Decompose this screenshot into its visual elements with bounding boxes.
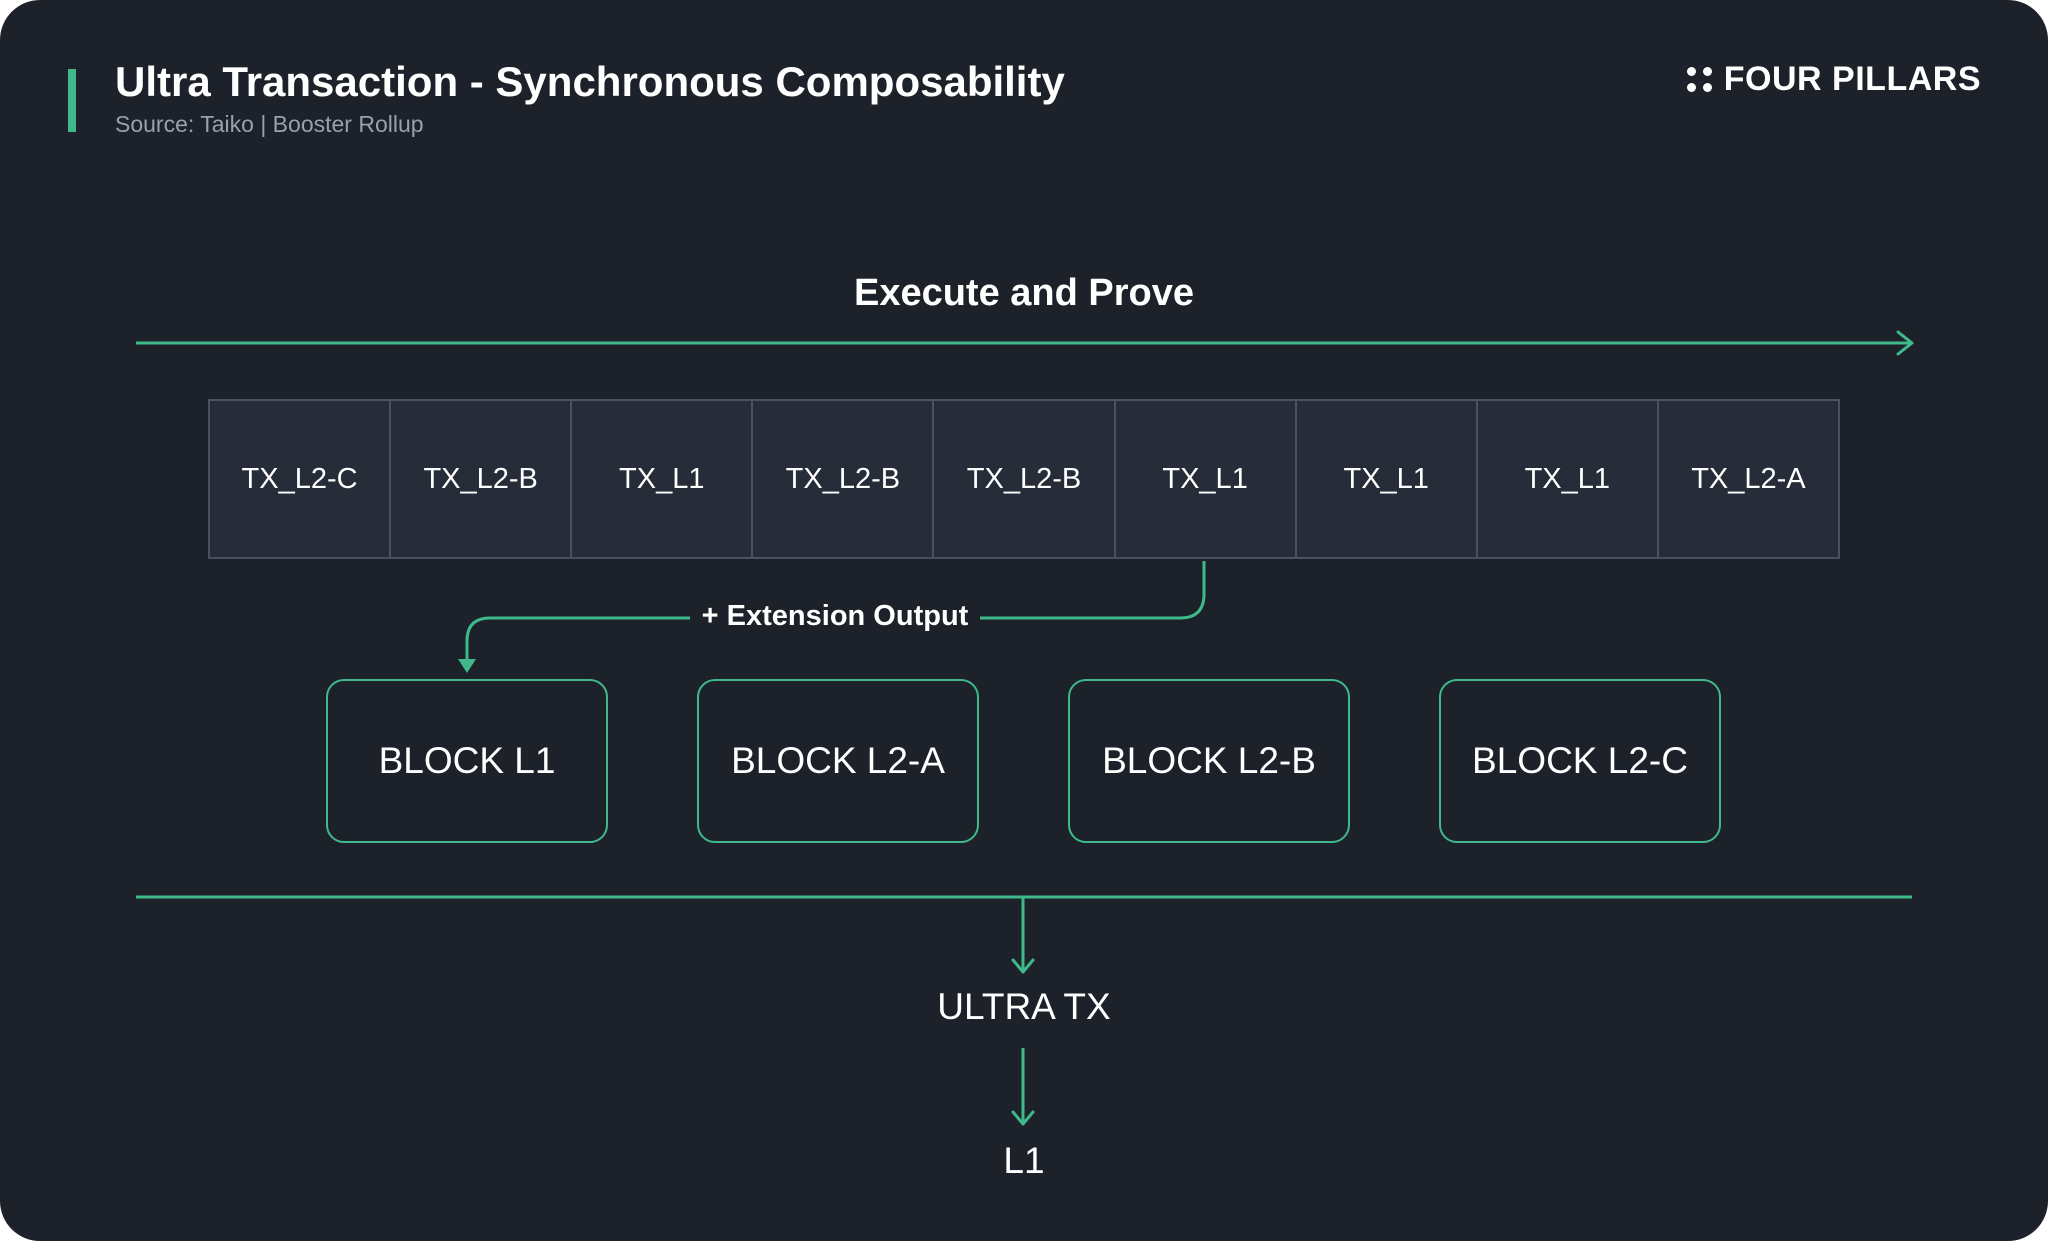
block-l2-b: BLOCK L2-B — [1068, 679, 1350, 843]
tx-cell: TX_L2-A — [1691, 462, 1806, 495]
tx-cell: TX_L1 — [572, 401, 754, 557]
page-subtitle: Source: Taiko | Booster Rollup — [115, 111, 424, 137]
block-l2-c: BLOCK L2-C — [1439, 679, 1721, 843]
extension-output-label: + Extension Output — [690, 600, 980, 633]
four-dots-icon — [1686, 67, 1712, 92]
tx-cell: TX_L2-B — [753, 401, 935, 557]
brand-name: FOUR PILLARS — [1723, 60, 1981, 98]
ultra-tx-label: ULTRA TX — [937, 986, 1111, 1027]
extension-output-connector — [458, 561, 1206, 673]
down-arrow-to-ultra-tx — [1011, 897, 1035, 974]
block-l1: BLOCK L1 — [326, 679, 608, 843]
transaction-sequence: TX_L2-C TX_L2-B TX_L1 TX_L2-B TX_L2-B TX… — [208, 399, 1840, 559]
tx-cell: TX_L1 — [1297, 401, 1478, 557]
timeline-label: Execute and Prove — [853, 272, 1195, 314]
tx-cell: TX_L1 — [1116, 401, 1297, 557]
tx-cell: TX_L2-C — [210, 401, 392, 557]
down-arrow-to-l1 — [1011, 1048, 1035, 1126]
block-l2-a: BLOCK L2-A — [697, 679, 979, 843]
title-accent-bar — [68, 69, 76, 132]
tx-cell: TX_L2-B — [391, 401, 573, 557]
timeline-arrow — [136, 330, 1914, 356]
page-title: Ultra Transaction - Synchronous Composab… — [115, 58, 1065, 105]
l1-destination-label: L1 — [1003, 1140, 1045, 1181]
tx-cell: TX_L2-B — [934, 401, 1116, 557]
brand-logo: FOUR PILLARS — [1686, 60, 1981, 99]
tx-cell: TX_L1 — [1478, 401, 1659, 557]
